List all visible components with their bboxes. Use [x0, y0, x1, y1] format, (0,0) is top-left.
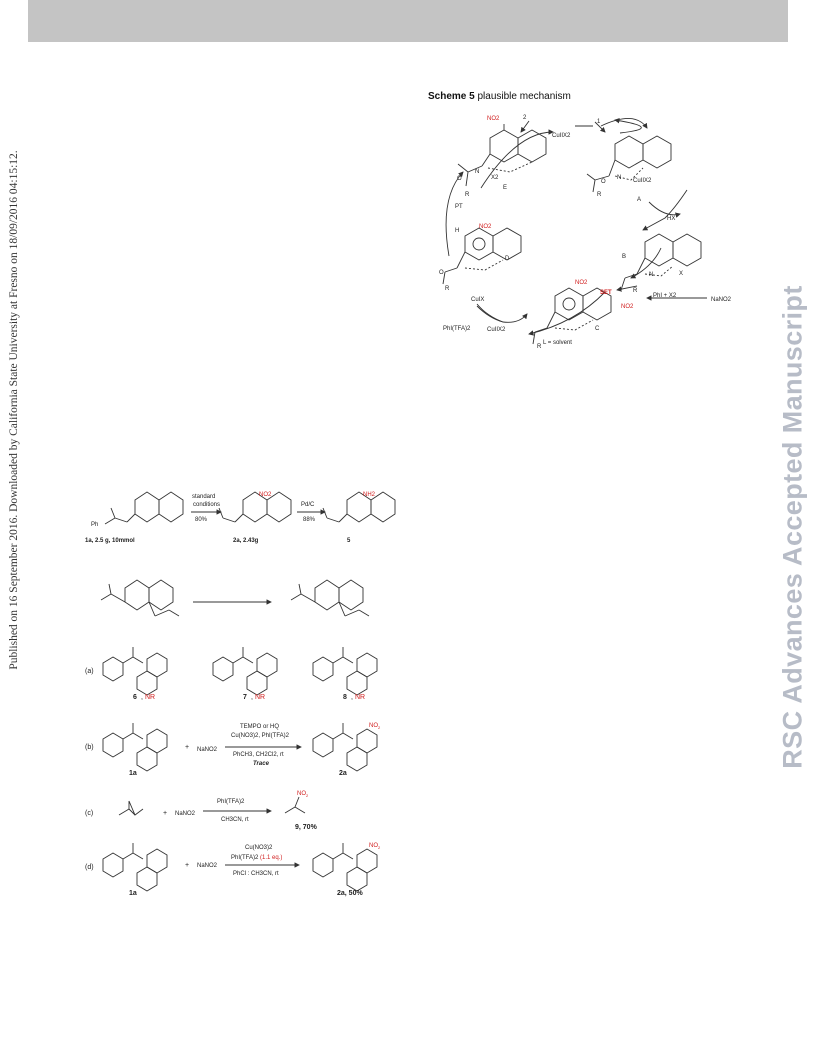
svg-text:1a: 1a [129, 890, 137, 897]
svg-text:X2: X2 [491, 175, 499, 181]
svg-text:NaNO2: NaNO2 [175, 811, 196, 817]
publication-stamp: Published on 16 September 2016. Download… [8, 150, 20, 670]
page-header-bar [28, 0, 788, 42]
svg-text:PhI(TFA)2: PhI(TFA)2 [443, 326, 471, 332]
svg-text:NR: NR [355, 694, 365, 701]
svg-text:B: B [622, 254, 626, 260]
scheme-5-mechanism: NO2 2 CuIIX2 1 X2 E N O R N O R CuIIX2 A… [439, 115, 732, 350]
svg-text:R: R [597, 192, 602, 198]
svg-text:NO2: NO2 [259, 492, 272, 498]
svg-text:L = solvent: L = solvent [543, 340, 572, 346]
svg-text:C: C [595, 326, 600, 332]
svg-text:2a: 2a [339, 770, 347, 777]
svg-text:PhCH3, CH2Cl2, rt: PhCH3, CH2Cl2, rt [233, 752, 284, 758]
svg-text:Trace: Trace [253, 761, 270, 767]
svg-text:Pd/C: Pd/C [301, 502, 315, 508]
svg-text:,: , [141, 694, 143, 701]
svg-text:CuIIX2: CuIIX2 [552, 133, 571, 139]
scheme-6-sketch [100, 579, 370, 617]
svg-text:NH2: NH2 [363, 492, 376, 498]
svg-text:NO2: NO2 [575, 280, 588, 286]
svg-text:88%: 88% [303, 517, 316, 523]
svg-text:(b): (b) [85, 744, 94, 751]
svg-text:R: R [633, 288, 638, 294]
svg-text:(a): (a) [85, 668, 94, 675]
svg-text:O: O [601, 179, 606, 185]
svg-text:NaNO2: NaNO2 [197, 863, 218, 869]
svg-text:NaNO2: NaNO2 [711, 297, 732, 303]
svg-text:CuIIX2: CuIIX2 [633, 178, 652, 184]
svg-text:(c): (c) [85, 810, 93, 817]
svg-text:NaNO2: NaNO2 [197, 747, 218, 753]
svg-text:+: + [163, 810, 167, 817]
svg-text:NO2: NO2 [621, 304, 634, 310]
svg-text:+: + [185, 862, 189, 869]
svg-text:,: , [351, 694, 353, 701]
svg-text:PT: PT [455, 204, 463, 210]
svg-text:O: O [439, 270, 444, 276]
svg-text:E: E [503, 185, 507, 191]
svg-text:PhI + X2: PhI + X2 [653, 293, 677, 299]
svg-text:H: H [455, 228, 459, 234]
scheme-6-gram-scale: Ph 1a, 2.5 g, 10mmol standard conditions… [85, 491, 396, 544]
svg-text:PhCl : CH3CN, rt: PhCl : CH3CN, rt [233, 871, 279, 877]
svg-text:CuIIX2: CuIIX2 [487, 327, 506, 333]
svg-text:Cu(NO3)2: Cu(NO3)2 [245, 845, 273, 851]
svg-text:R: R [465, 192, 470, 198]
svg-text:TEMPO or HQ: TEMPO or HQ [240, 724, 279, 730]
svg-text:PhI(TFA)2: PhI(TFA)2 [217, 799, 245, 805]
svg-text:N: N [649, 272, 653, 278]
svg-text:+: + [185, 744, 189, 751]
svg-text:NR: NR [145, 694, 155, 701]
svg-text:NO2: NO2 [487, 116, 500, 122]
svg-text:conditions: conditions [193, 502, 220, 508]
svg-text:1: 1 [597, 119, 601, 125]
svg-text:,: , [251, 694, 253, 701]
svg-text:2a, 2.43g: 2a, 2.43g [233, 538, 259, 544]
svg-text:HX: HX [667, 216, 675, 222]
svg-text:2a, 50%: 2a, 50% [337, 890, 363, 897]
svg-text:1a, 2.5 g, 10mmol: 1a, 2.5 g, 10mmol [85, 538, 135, 544]
control-experiments: (a) 6, NR 7, NR 8, NR (b) 1a + NaNO2 TEM… [85, 647, 381, 897]
svg-text:NO2: NO2 [369, 843, 381, 850]
svg-text:1a: 1a [129, 770, 137, 777]
svg-text:NO2: NO2 [479, 224, 492, 230]
svg-text:NR: NR [255, 694, 265, 701]
svg-text:5: 5 [347, 538, 351, 544]
svg-text:PhI(TFA)2 (1.1 eq.): PhI(TFA)2 (1.1 eq.) [231, 855, 282, 861]
svg-text:R: R [537, 344, 542, 350]
svg-text:R: R [445, 286, 450, 292]
svg-text:D: D [505, 256, 510, 262]
svg-text:2: 2 [523, 115, 527, 121]
svg-text:NO2: NO2 [369, 723, 381, 730]
svg-text:9, 70%: 9, 70% [295, 824, 318, 831]
svg-text:standard: standard [192, 494, 215, 500]
svg-text:6: 6 [133, 694, 137, 701]
svg-text:Ph: Ph [91, 522, 98, 528]
svg-text:80%: 80% [195, 517, 208, 523]
svg-text:A: A [637, 197, 641, 203]
scheme-5-title: Scheme 5 plausible mechanism [428, 91, 571, 102]
svg-text:(d): (d) [85, 864, 94, 871]
svg-text:CH3CN, rt: CH3CN, rt [221, 817, 249, 823]
svg-text:CuIX: CuIX [471, 297, 484, 303]
svg-text:7: 7 [243, 694, 247, 701]
svg-text:N: N [475, 169, 479, 175]
svg-text:SET: SET [600, 290, 612, 296]
svg-text:O: O [457, 176, 462, 182]
svg-text:NO2: NO2 [297, 791, 309, 798]
svg-text:X: X [679, 271, 683, 277]
svg-text:N: N [617, 175, 621, 181]
svg-text:8: 8 [343, 694, 347, 701]
svg-text:Cu(NO3)2, PhI(TFA)2: Cu(NO3)2, PhI(TFA)2 [231, 733, 290, 739]
